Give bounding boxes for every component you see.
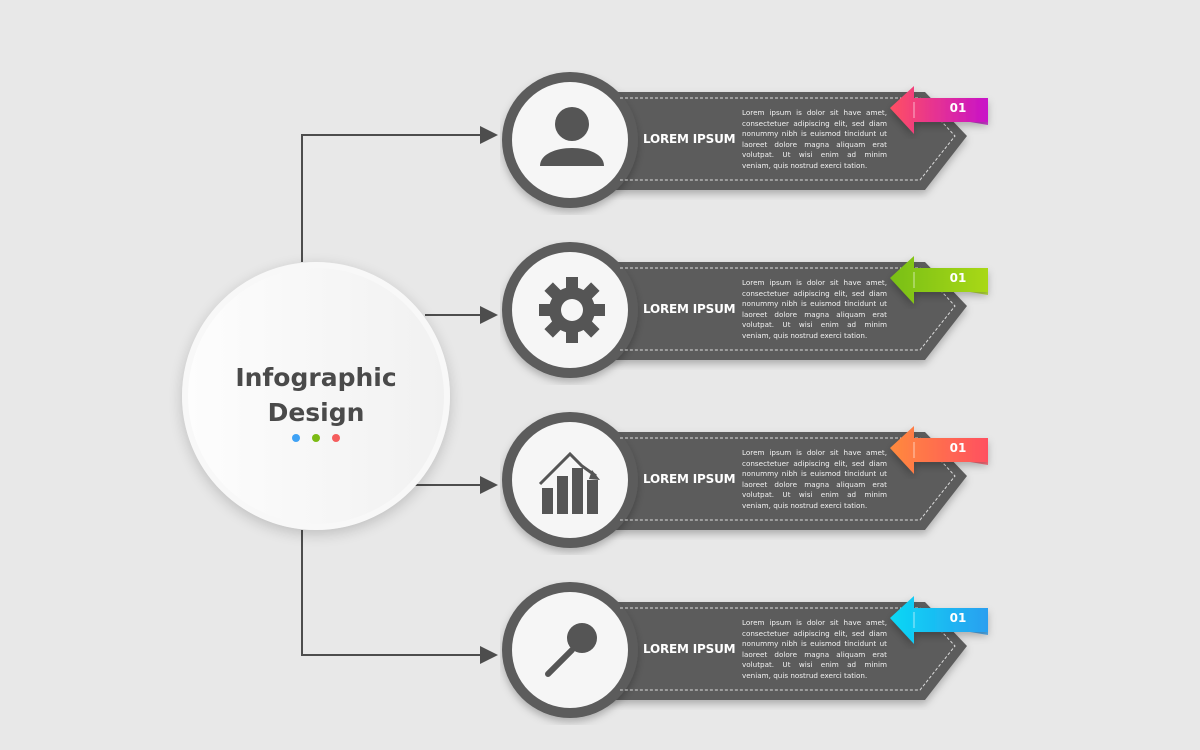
step-number-badge: 01 bbox=[949, 441, 967, 455]
central-hub-circle: Infographic Design bbox=[182, 262, 450, 530]
dot-blue bbox=[292, 434, 300, 442]
card-title: LOREM IPSUM bbox=[643, 302, 736, 316]
card-title: LOREM IPSUM bbox=[643, 642, 736, 656]
card-shape bbox=[502, 72, 988, 208]
search-icon bbox=[545, 623, 597, 677]
hub-dots bbox=[188, 434, 444, 442]
step-number-badge: 01 bbox=[949, 611, 967, 625]
step-card: LOREM IPSUM Lorem ipsum is dolor sit hav… bbox=[500, 240, 1000, 385]
card-shape bbox=[502, 412, 988, 548]
bar-chart-icon bbox=[538, 451, 600, 514]
card-shape bbox=[502, 242, 988, 378]
dot-red bbox=[332, 434, 340, 442]
card-shape bbox=[502, 582, 988, 718]
card-description: Lorem ipsum is dolor sit have amet, cons… bbox=[742, 278, 887, 340]
dot-green bbox=[312, 434, 320, 442]
card-description: Lorem ipsum is dolor sit have amet, cons… bbox=[742, 618, 887, 680]
card-title: LOREM IPSUM bbox=[643, 472, 736, 486]
hub-title: Infographic Design bbox=[188, 360, 444, 430]
step-card: LOREM IPSUM Lorem ipsum is dolor sit hav… bbox=[500, 70, 1000, 215]
step-card: LOREM IPSUM Lorem ipsum is dolor sit hav… bbox=[500, 580, 1000, 725]
card-title: LOREM IPSUM bbox=[643, 132, 736, 146]
card-description: Lorem ipsum is dolor sit have amet, cons… bbox=[742, 448, 887, 510]
hub-title-line1: Infographic bbox=[235, 363, 397, 392]
hub-title-line2: Design bbox=[267, 398, 365, 427]
card-description: Lorem ipsum is dolor sit have amet, cons… bbox=[742, 108, 887, 170]
step-number-badge: 01 bbox=[949, 101, 967, 115]
gear-icon bbox=[539, 277, 605, 343]
step-card: LOREM IPSUM Lorem ipsum is dolor sit hav… bbox=[500, 410, 1000, 555]
step-number-badge: 01 bbox=[949, 271, 967, 285]
user-icon bbox=[540, 107, 604, 166]
